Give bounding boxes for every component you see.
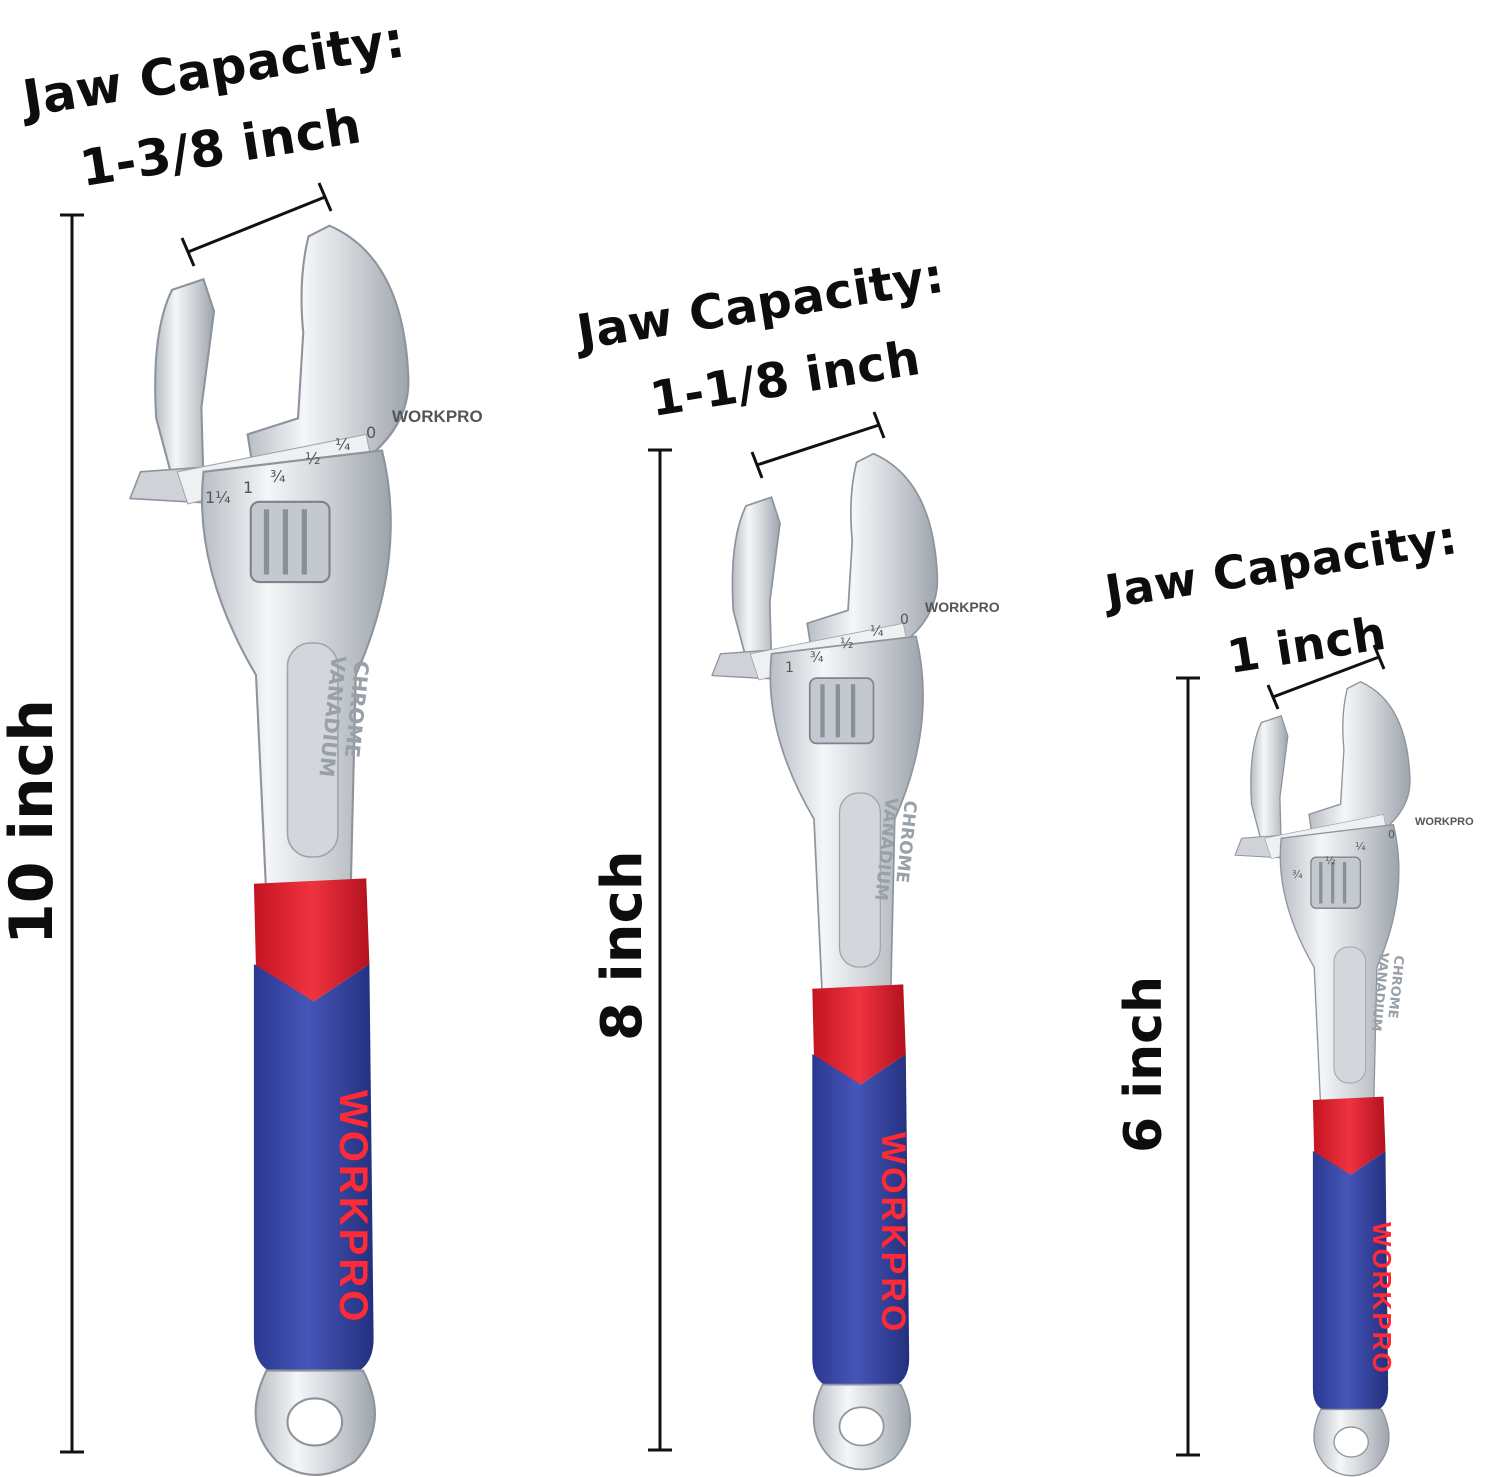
wrench-6-dimension-lines: [1176, 644, 1386, 1457]
wrench-6-head-brand: WORKPRO: [1415, 816, 1474, 828]
scale-mark: ¼: [335, 435, 351, 454]
wrench-8-scale: 1 ¾ ½ ¼ 0: [785, 612, 909, 676]
scale-mark: 0: [900, 612, 909, 628]
scale-mark: 1¼: [205, 488, 231, 507]
wrench-8-head-brand: WORKPRO: [925, 599, 1000, 615]
scale-mark: 1: [785, 660, 794, 676]
scale-mark: 0: [366, 423, 376, 442]
wrench-6-material-line1: CHROME: [1384, 955, 1406, 1020]
scale-mark: ¾: [810, 650, 824, 666]
scale-mark: ½: [840, 636, 854, 652]
scale-mark: ¼: [870, 624, 884, 640]
wrench-10-scale: 1¼ 1 ¾ ½ ¼ 0: [205, 423, 376, 507]
scale-mark: ¾: [1292, 868, 1303, 881]
scale-mark: 1: [243, 478, 253, 497]
wrench-10-handle-brand: WORKPRO: [331, 1090, 375, 1324]
scale-mark: ¾: [270, 467, 286, 486]
scale-mark: ¼: [1355, 840, 1366, 853]
wrench-8-dimension-lines: [648, 411, 886, 1452]
wrench-8-handle-brand: WORKPRO: [874, 1132, 912, 1334]
scale-mark: 0: [1388, 828, 1395, 841]
wrench-6-handle-brand: WORKPRO: [1367, 1222, 1397, 1375]
wrench-10-dimension-lines: [60, 182, 333, 1454]
wrench-10-head-brand: WORKPRO: [392, 407, 483, 426]
scale-mark: ½: [305, 449, 321, 468]
scale-mark: ½: [1325, 854, 1336, 867]
wrench-6-scale: ¾ ½ ¼ 0: [1292, 828, 1395, 881]
